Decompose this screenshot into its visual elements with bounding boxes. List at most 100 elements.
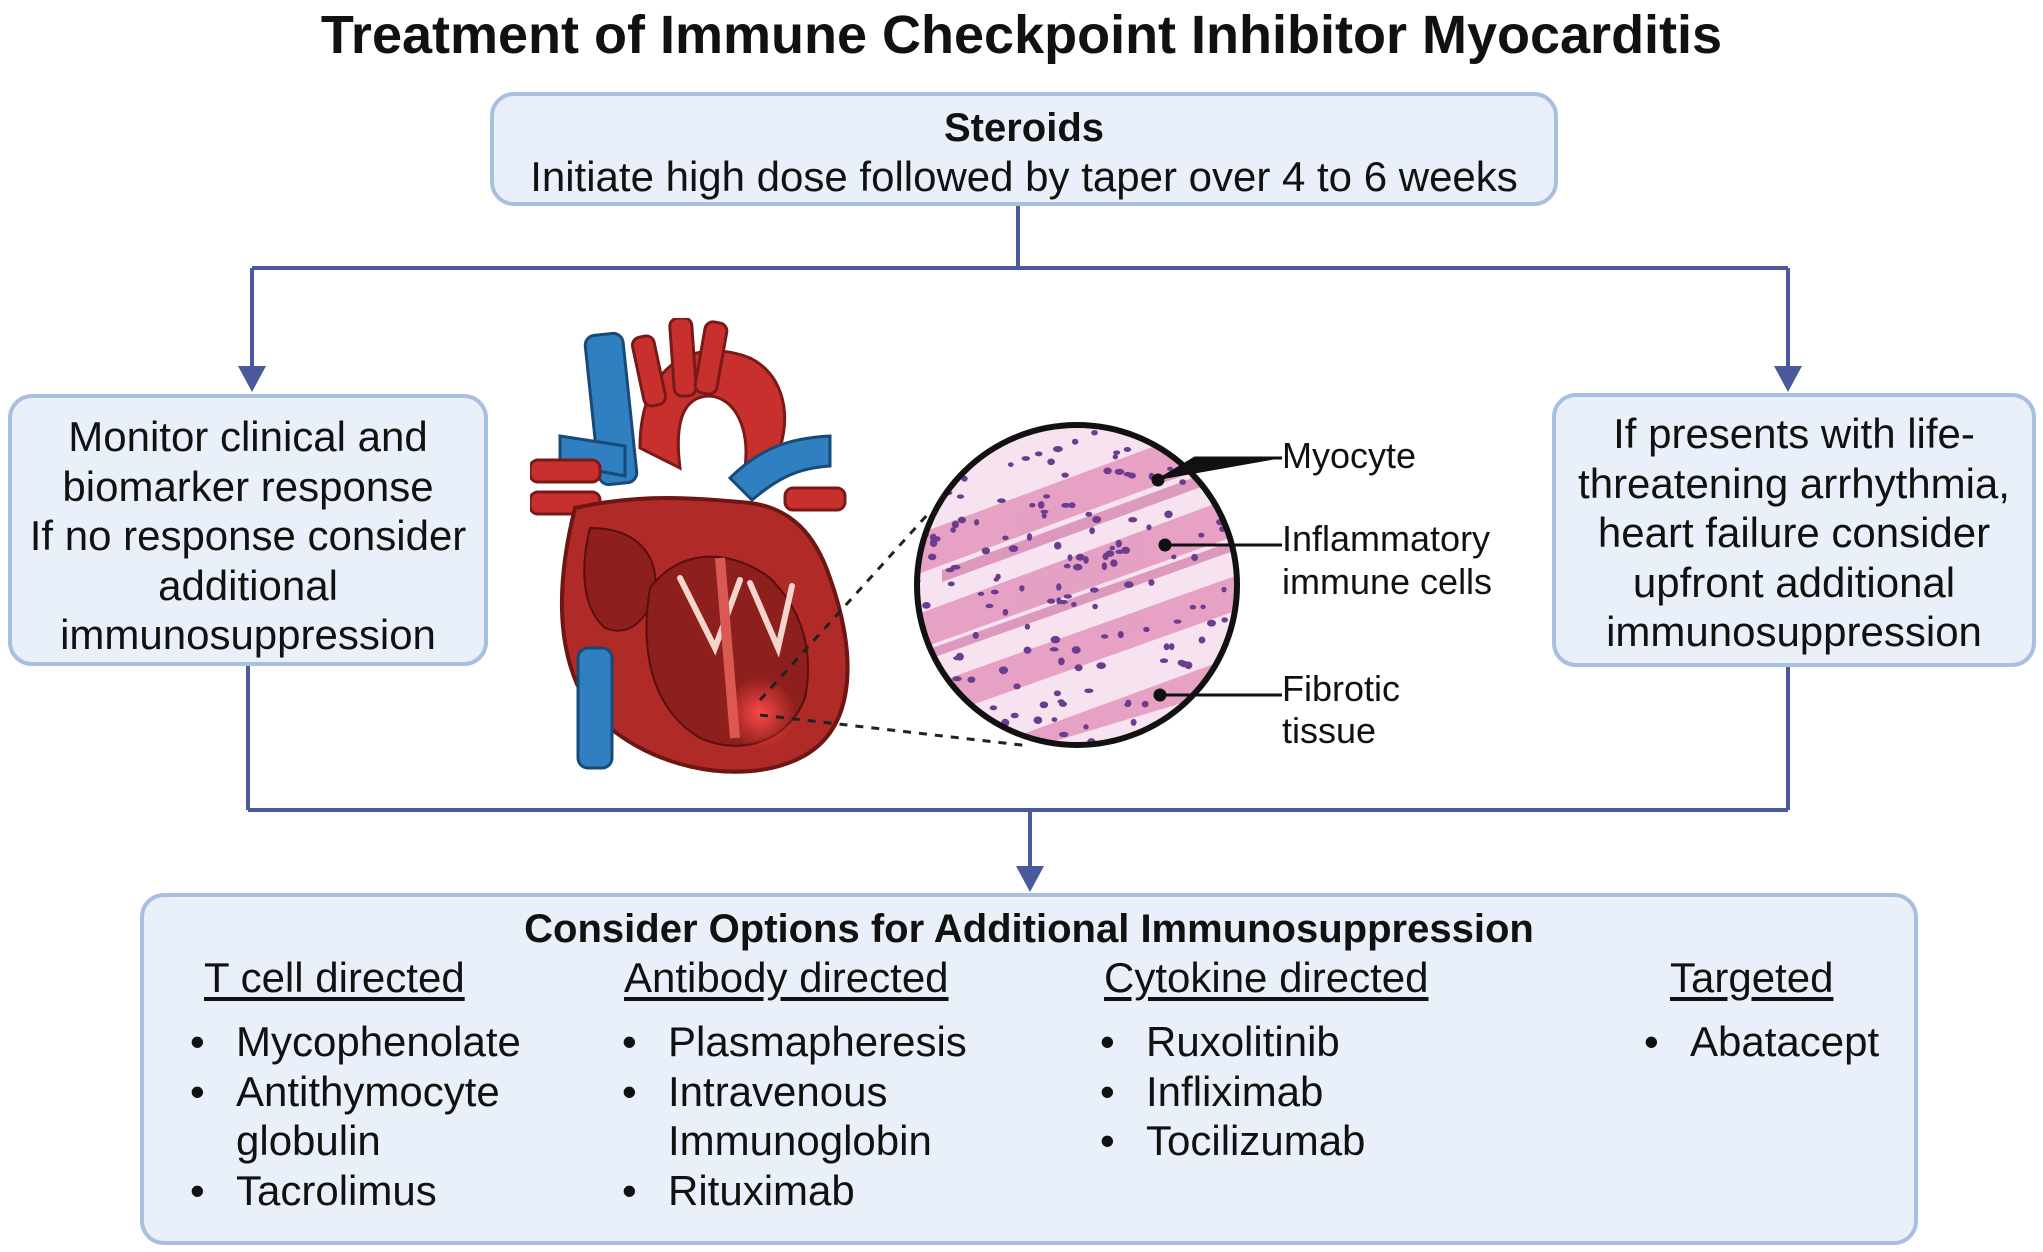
immune-cell-nucleus — [989, 705, 998, 711]
lifethreat-line: heart failure consider — [1597, 509, 1991, 556]
column-targeted: Targeted Abatacept — [1644, 953, 1879, 1067]
immune-cell-nucleus — [990, 589, 999, 595]
immune-cell-nucleus — [1039, 701, 1049, 709]
immune-cell-nucleus — [1221, 586, 1227, 593]
list-item: Mycophenolate — [190, 1017, 521, 1067]
immune-cell-nucleus — [1096, 662, 1106, 669]
immune-cell-nucleus — [1159, 658, 1169, 663]
immune-cell-nucleus — [1013, 683, 1021, 690]
column-t-cell: T cell directed Mycophenolate Antithymoc… — [190, 953, 521, 1215]
immune-cell-nucleus — [945, 568, 955, 573]
immune-cell-nucleus — [1084, 688, 1094, 694]
immune-cell-nucleus — [1089, 527, 1095, 535]
zoom-line-upper — [758, 512, 930, 702]
immune-cell-nucleus — [1146, 524, 1152, 531]
lifethreat-line: threatening arrhythmia, — [1578, 459, 2010, 507]
immune-cell-nucleus — [1179, 479, 1187, 485]
immune-cell-nucleus — [1051, 717, 1058, 722]
options-title: Consider Options for Additional Immunosu… — [524, 907, 1534, 951]
immune-cell-nucleus — [1008, 462, 1014, 467]
myocyte-fiber — [917, 490, 1237, 655]
immune-cell-nucleus — [1002, 608, 1009, 616]
immune-cell-nucleus — [1128, 517, 1138, 523]
lifethreat-line: immunosuppression — [1606, 608, 1982, 655]
immune-cell-nucleus — [1050, 635, 1061, 644]
aortic-branch — [668, 318, 698, 398]
immune-cell-nucleus — [1053, 446, 1063, 453]
immune-cell-nucleus — [1169, 643, 1175, 651]
label-fibrotic-line1: Fibrotic — [1282, 668, 1401, 709]
immune-cell-nucleus — [1053, 690, 1061, 697]
immune-cell-nucleus — [1198, 532, 1205, 538]
steroids-box: Steroids Initiate high dose followed by … — [490, 92, 1558, 206]
immune-cell-nucleus — [1105, 550, 1115, 557]
immune-cell-nucleus — [1021, 456, 1030, 461]
immune-cell-nucleus — [1029, 502, 1036, 508]
immune-cell-nucleus — [1148, 579, 1155, 586]
immune-cell-nucleus — [985, 603, 994, 609]
column-heading: Targeted — [1670, 954, 1834, 1001]
immune-cell-nucleus — [1075, 553, 1085, 561]
immune-cell-nucleus — [956, 494, 965, 499]
label-myocyte: Myocyte — [1282, 435, 1417, 476]
immune-cell-nucleus — [1059, 731, 1069, 738]
list-item: Tacrolimus — [190, 1166, 521, 1216]
immune-cell-nucleus — [1109, 545, 1115, 551]
immune-cell-nucleus — [1068, 502, 1076, 509]
leader-myocyte — [1157, 456, 1282, 482]
lifethreat-line: If presents with life- — [1613, 410, 1975, 457]
immune-cell-nucleus — [1207, 619, 1216, 627]
column-heading: Cytokine directed — [1104, 954, 1429, 1001]
immune-cell-nucleus — [1200, 604, 1206, 610]
immune-cell-nucleus — [1130, 718, 1137, 726]
immune-cell-nucleus — [1092, 603, 1098, 610]
histology-circle — [914, 422, 1240, 748]
immune-cell-nucleus — [1115, 549, 1125, 554]
immune-cell-nucleus — [1071, 438, 1079, 445]
immune-cell-nucleus — [1063, 563, 1071, 569]
immune-cell-nucleus — [1115, 539, 1122, 548]
immune-cell-nucleus — [1089, 587, 1099, 593]
immune-cell-nucleus — [1167, 466, 1173, 471]
list-item: Rituximab — [622, 1166, 967, 1216]
monitor-line: additional — [158, 561, 338, 609]
immune-cell-nucleus — [1067, 554, 1073, 562]
immune-cell-nucleus — [1037, 501, 1045, 509]
immune-cell-nucleus — [998, 666, 1009, 675]
immune-cell-nucleus — [1056, 597, 1062, 605]
immune-cell-nucleus — [1123, 472, 1132, 477]
column-heading: Antibody directed — [624, 954, 949, 1001]
immune-cell-nucleus — [1053, 541, 1062, 550]
immune-cell-nucleus — [1071, 602, 1077, 607]
arrow-to-monitor — [238, 366, 266, 392]
zoom-line-lower — [759, 713, 1031, 748]
lifethreat-line: upfront additional — [1632, 558, 1956, 606]
immune-cell-nucleus — [997, 498, 1006, 503]
myocyte-fiber — [952, 650, 1237, 745]
immune-cell-nucleus — [1019, 585, 1025, 592]
label-inflammatory-line1: Inflammatory — [1282, 518, 1491, 559]
immune-cell-nucleus — [1114, 468, 1125, 475]
immune-cell-nucleus — [950, 564, 961, 570]
immune-cell-nucleus — [1180, 660, 1189, 668]
immune-cell-nucleus — [1047, 458, 1055, 466]
immune-cell-nucleus — [1061, 472, 1069, 478]
monitor-line: biomarker response — [62, 462, 434, 510]
immune-cell-nucleus — [993, 577, 999, 582]
label-fibrotic-line2: tissue — [1282, 710, 1377, 751]
list-item: Infliximab — [1100, 1067, 1429, 1117]
immune-cell-nucleus — [1033, 716, 1043, 724]
immune-cell-nucleus — [947, 581, 955, 587]
valve-leaflets — [677, 575, 795, 658]
immune-cell-nucleus — [1117, 631, 1124, 639]
immune-cell-nucleus — [1024, 623, 1031, 630]
immune-cell-nucleus — [922, 602, 931, 609]
immune-cell-nucleus — [928, 553, 937, 561]
aortic-branch — [693, 320, 729, 396]
immune-cell-nucleus — [981, 547, 991, 555]
immune-cell-nucleus — [1110, 559, 1118, 567]
immune-cell-nucleus — [1008, 545, 1019, 552]
